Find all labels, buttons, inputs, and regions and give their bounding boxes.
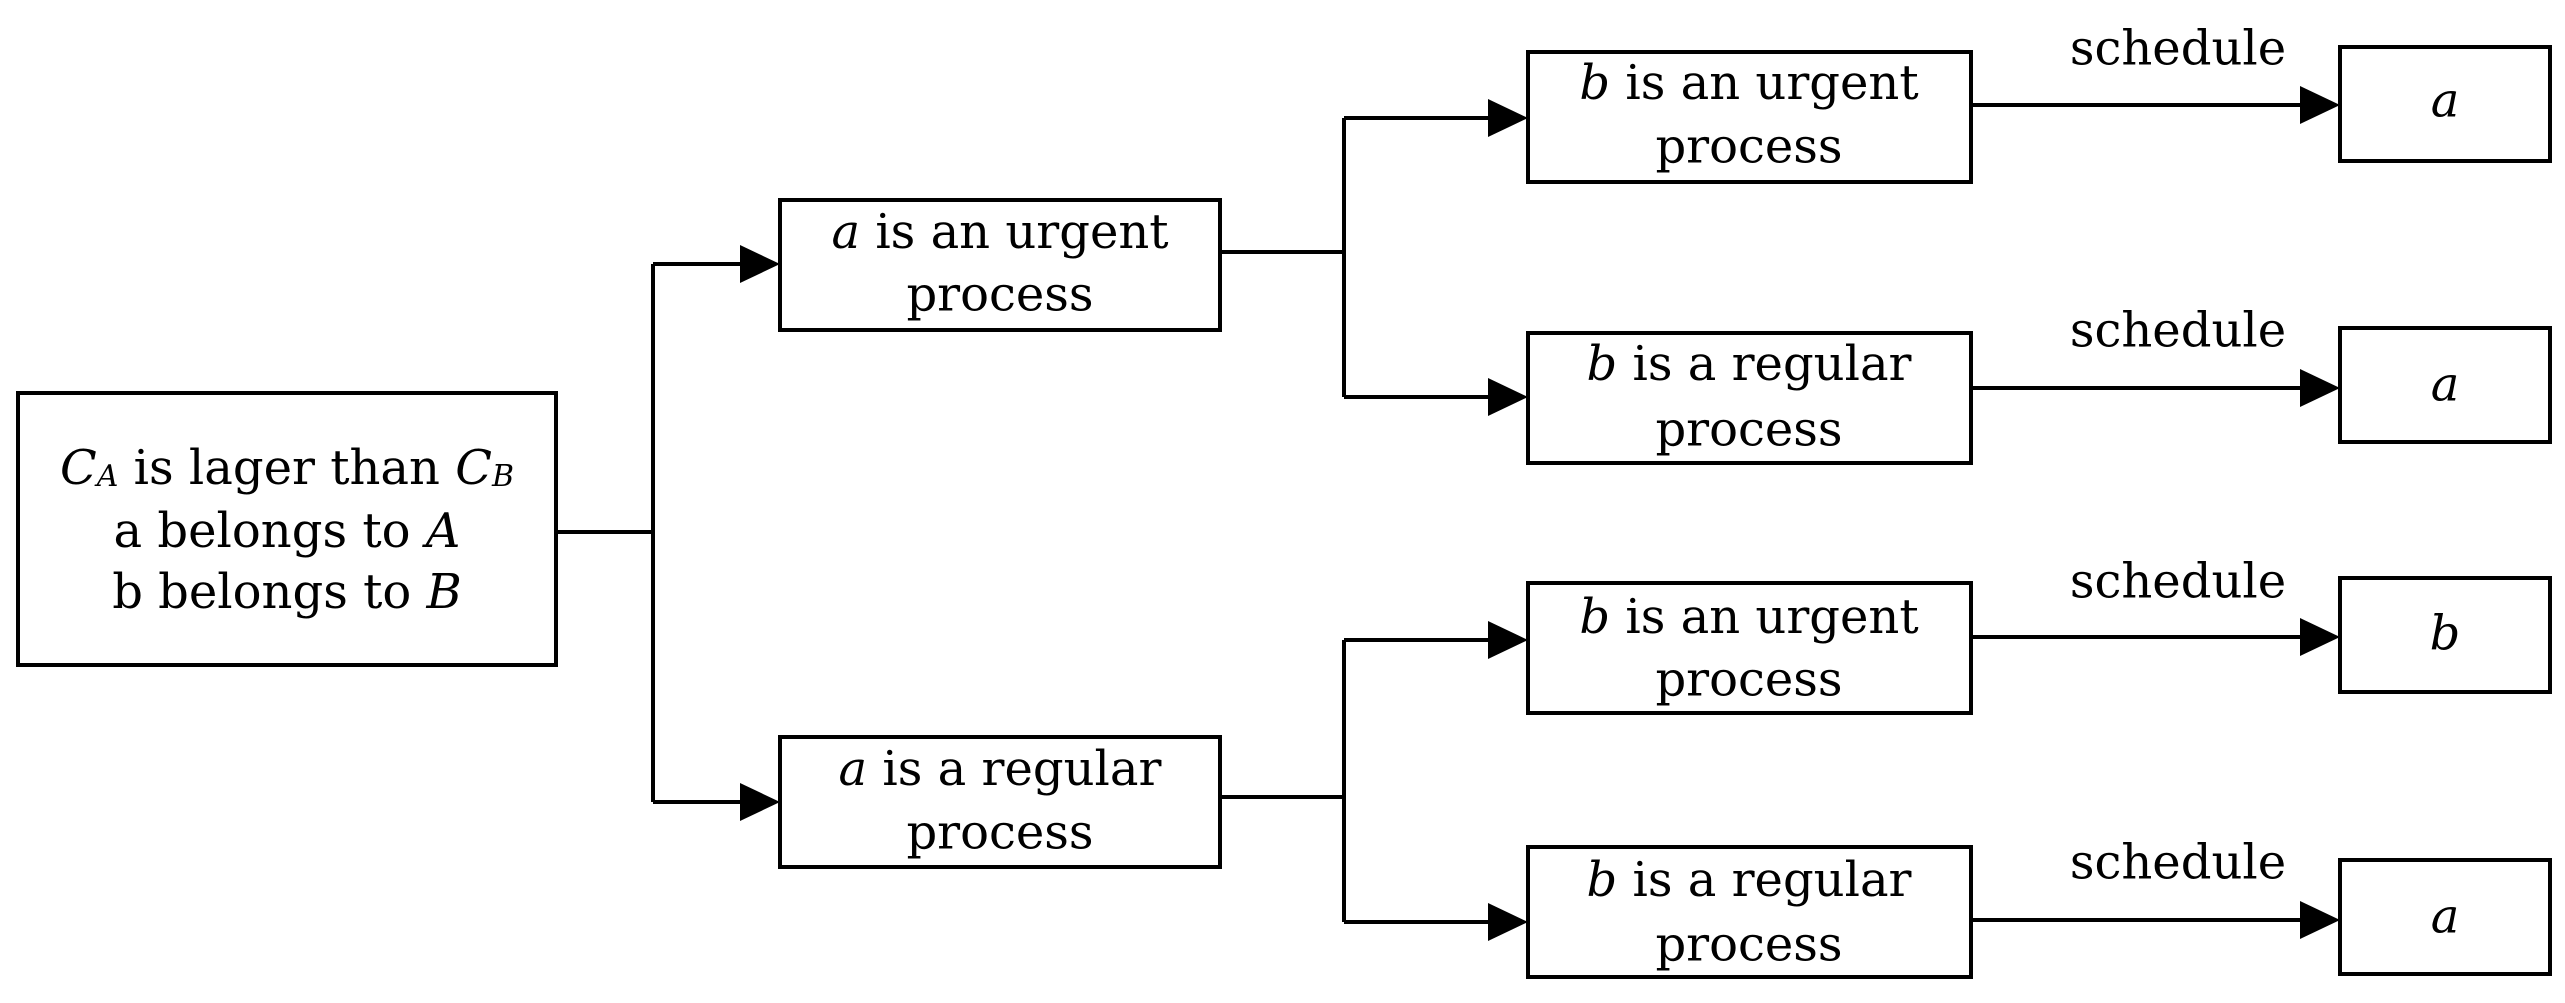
level1-node-line-1: a is a regular [839, 741, 1162, 797]
level1-node-line-2: process [906, 267, 1093, 323]
level2-node-b-regular: b is a regular process [1526, 331, 1973, 465]
schedule-label: schedule [2070, 554, 2286, 610]
level1-node-box [778, 198, 1222, 332]
connector-line [556, 262, 740, 804]
arrowhead-icon [1488, 99, 1528, 137]
root-line-1: CA is lager than CB [60, 440, 514, 496]
connector-level1-to-level2 [1220, 99, 1528, 941]
schedule-label: schedule [2070, 21, 2286, 77]
level2-node-box [1526, 50, 1973, 184]
arrowhead-icon [2300, 618, 2340, 656]
connector-line [1220, 116, 1488, 924]
schedule-label: schedule [2070, 303, 2286, 359]
result-node-box [2338, 858, 2552, 976]
level2-node-line-1: b is an urgent [1579, 589, 1918, 645]
level2-node-line-2: process [1655, 917, 1842, 973]
schedule-arrow-line [1971, 103, 2300, 922]
result-node: a [2338, 45, 2552, 163]
result-node-label: a [2431, 357, 2460, 413]
root-line-2: a belongs to A [114, 503, 461, 559]
result-node: a [2338, 326, 2552, 444]
result-node-label: a [2431, 889, 2460, 945]
arrowhead-icon [2300, 901, 2340, 939]
result-node: b [2338, 576, 2552, 694]
level2-node-line-1: b is a regular [1586, 852, 1911, 908]
result-node-label: b [2430, 606, 2461, 662]
level1-node-box [778, 735, 1222, 869]
level2-node-line-2: process [1655, 119, 1842, 175]
level2-node-b-urgent: b is an urgent process [1526, 50, 1973, 184]
result-node: a [2338, 858, 2552, 976]
schedule-arrows: schedule schedule schedule schedule [1971, 21, 2340, 939]
level2-node-b-urgent: b is an urgent process [1526, 581, 1973, 715]
root-node-box [16, 391, 558, 667]
level2-node-box [1526, 845, 1973, 979]
level2-node-box [1526, 331, 1973, 465]
level2-node-line-2: process [1655, 402, 1842, 458]
result-node-box [2338, 576, 2552, 694]
level1-node-a-regular: a is a regular process [778, 735, 1222, 869]
arrowhead-icon [1488, 621, 1528, 659]
arrowhead-icon [1488, 378, 1528, 416]
level2-node-line-1: b is an urgent [1579, 55, 1918, 111]
level2-node-line-1: b is a regular [1586, 336, 1911, 392]
arrowhead-icon [2300, 86, 2340, 124]
level2-node-box [1526, 581, 1973, 715]
schedule-label: schedule [2070, 835, 2286, 891]
result-node-box [2338, 326, 2552, 444]
level2-node-b-regular: b is a regular process [1526, 845, 1973, 979]
result-node-label: a [2431, 73, 2460, 129]
level2-node-line-2: process [1655, 652, 1842, 708]
level1-node-line-1: a is an urgent [831, 204, 1168, 260]
arrowhead-icon [740, 245, 780, 283]
level1-node-line-2: process [906, 805, 1093, 861]
root-node: CA is lager than CB a belongs to A b bel… [16, 391, 558, 667]
root-line-3: b belongs to B [112, 564, 462, 620]
arrowhead-icon [740, 783, 780, 821]
arrowhead-icon [1488, 903, 1528, 941]
level1-node-a-urgent: a is an urgent process [778, 198, 1222, 332]
arrowhead-icon [2300, 369, 2340, 407]
result-node-box [2338, 45, 2552, 163]
connector-root-to-level1 [556, 245, 780, 821]
